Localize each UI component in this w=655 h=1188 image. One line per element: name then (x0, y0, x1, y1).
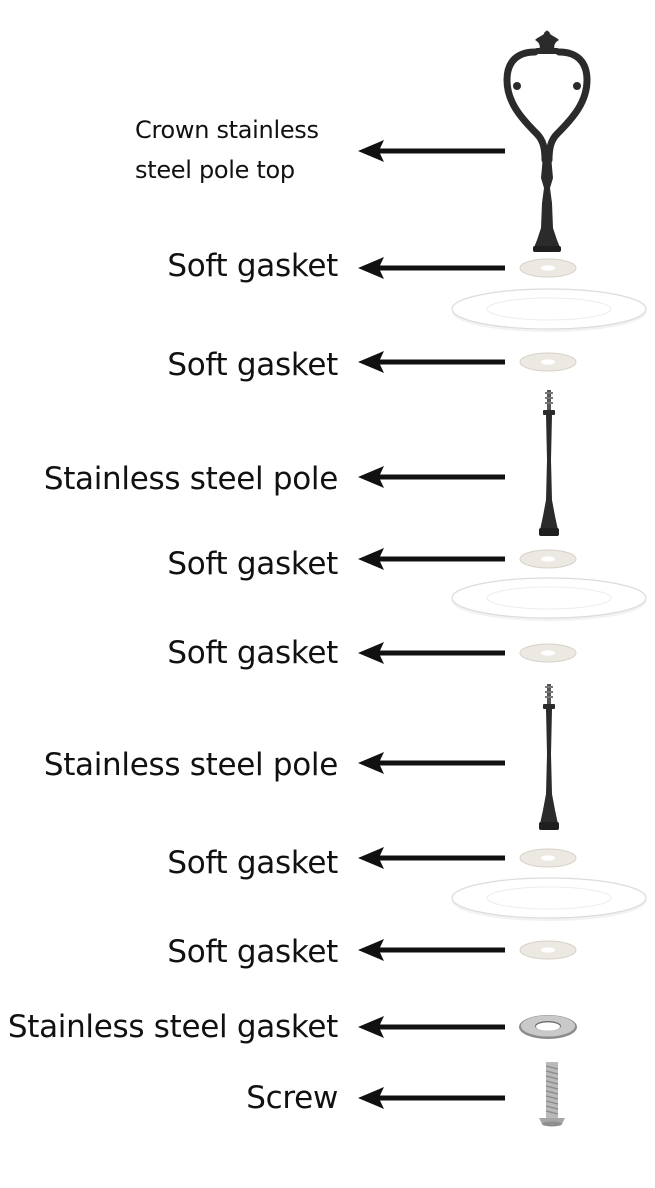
soft-gasket-4-illustration (519, 643, 577, 663)
label-stainless-steel-pole-1: Stainless steel pole (43, 461, 338, 497)
plate-2-illustration (451, 577, 647, 621)
arrow-soft-gasket-5 (358, 847, 505, 869)
label-crown-top: Crown stainless steel pole top (135, 110, 319, 190)
label-soft-gasket-6: Soft gasket (167, 934, 338, 970)
plate-3-illustration (451, 877, 647, 921)
arrow-stainless-steel-pole-2 (358, 752, 505, 774)
crown-pole-top-illustration (503, 30, 591, 252)
stainless-steel-gasket-illustration (519, 1015, 577, 1039)
label-soft-gasket-3: Soft gasket (167, 546, 338, 582)
plate-1-illustration (451, 288, 647, 332)
label-stainless-steel-gasket: Stainless steel gasket (7, 1009, 338, 1045)
stainless-steel-pole-2-illustration (539, 684, 559, 830)
soft-gasket-2-illustration (519, 352, 577, 372)
soft-gasket-3-illustration (519, 549, 577, 569)
arrow-soft-gasket-2 (358, 351, 505, 373)
arrow-stainless-steel-pole-1 (358, 466, 505, 488)
soft-gasket-6-illustration (519, 940, 577, 960)
label-soft-gasket-5: Soft gasket (167, 845, 338, 881)
soft-gasket-1-illustration (519, 258, 577, 278)
screw-illustration (539, 1062, 565, 1127)
arrow-crown-top (358, 140, 505, 162)
arrow-stainless-steel-gasket (358, 1016, 505, 1038)
label-crown-top-line-2: steel pole top (135, 156, 295, 184)
arrow-screw (358, 1087, 505, 1109)
arrow-soft-gasket-6 (358, 939, 505, 961)
arrow-soft-gasket-3 (358, 548, 505, 570)
stainless-steel-pole-1-illustration (539, 390, 559, 536)
label-stainless-steel-pole-2: Stainless steel pole (43, 747, 338, 783)
soft-gasket-5-illustration (519, 848, 577, 868)
label-soft-gasket-1: Soft gasket (167, 248, 338, 284)
label-crown-top-line-1: Crown stainless (135, 116, 319, 144)
label-soft-gasket-2: Soft gasket (167, 347, 338, 383)
label-soft-gasket-4: Soft gasket (167, 635, 338, 671)
label-screw: Screw (246, 1080, 338, 1116)
arrow-soft-gasket-1 (358, 257, 505, 279)
arrow-soft-gasket-4 (358, 642, 505, 664)
